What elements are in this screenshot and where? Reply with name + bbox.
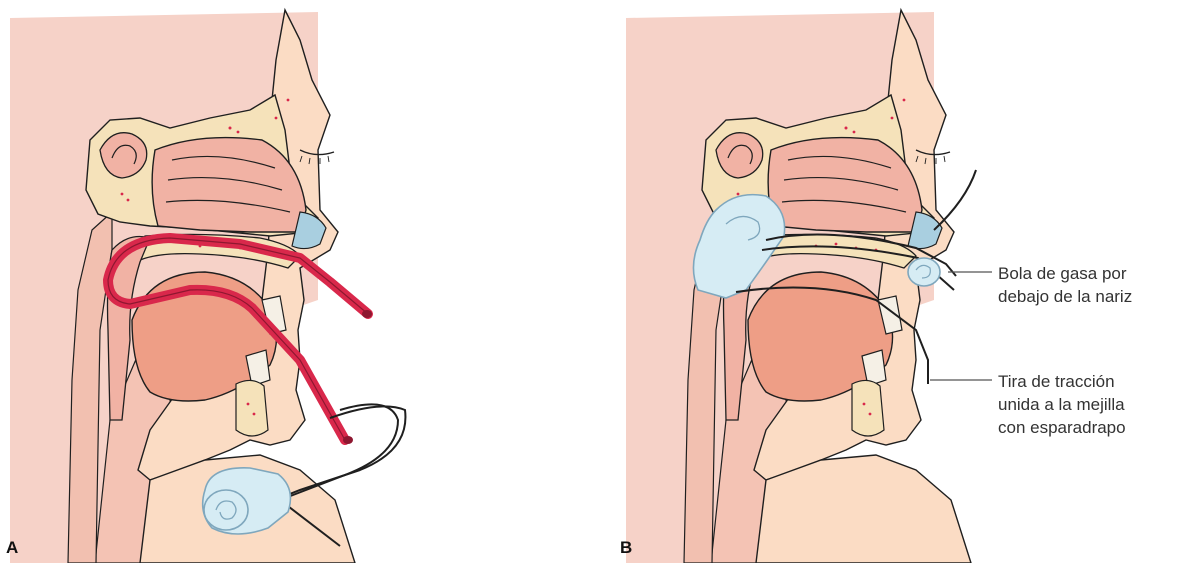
panel-b-illustration (626, 10, 976, 563)
callout-strip-line-2: unida a la mejilla (998, 393, 1126, 416)
gauze-ball-under-nose (908, 258, 940, 286)
panel-label-a: A (6, 538, 18, 558)
panel-label-b: B (620, 538, 632, 558)
callout-gauze-line-2: debajo de la nariz (998, 285, 1132, 308)
callout-strip-line-3: con esparadrapo (998, 416, 1126, 439)
panel-a-illustration (10, 10, 405, 563)
callout-strip-line-1: Tira de tracción (998, 370, 1126, 393)
callout-gauze-line-1: Bola de gasa por (998, 262, 1132, 285)
callout-gauze-ball: Bola de gasa por debajo de la nariz (998, 262, 1132, 308)
callout-traction-strip: Tira de tracción unida a la mejilla con … (998, 370, 1126, 439)
